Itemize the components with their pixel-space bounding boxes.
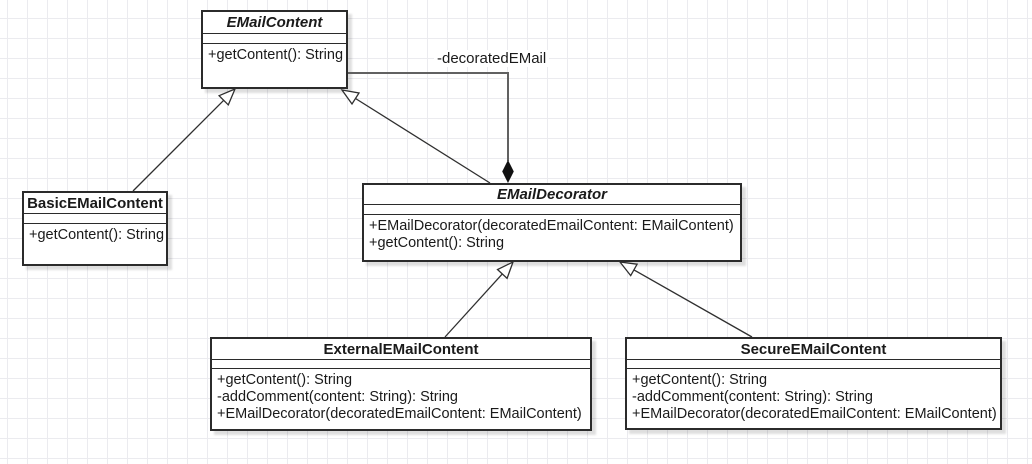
attributes-compartment: [212, 359, 590, 368]
method-line: +EMailDecorator(decoratedEmailContent: E…: [217, 406, 582, 422]
class-title: EMailDecorator: [496, 186, 608, 203]
class-box-externalemailcontent[interactable]: ExternalEMailContent +getContent(): Stri…: [210, 337, 592, 431]
generalization-edge-secure-to-decorator[interactable]: [618, 261, 753, 338]
composition-line: [348, 72, 509, 161]
composition-edge-decoratedemail[interactable]: [348, 72, 514, 183]
class-box-basicemailcontent[interactable]: BasicEMailContent +getContent(): String: [22, 191, 168, 266]
hollow-triangle-arrowhead-icon: [496, 260, 515, 280]
class-title: BasicEMailContent: [27, 194, 163, 212]
attributes-compartment: [203, 33, 346, 43]
method-line: +EMailDecorator(decoratedEmailContent: E…: [632, 406, 997, 422]
attributes-compartment: [24, 213, 166, 223]
class-box-emaildecorator[interactable]: EMailDecorator +EMailDecorator(decorated…: [362, 183, 742, 262]
generalization-line: [355, 97, 491, 184]
generalization-edge-external-to-decorator[interactable]: [444, 260, 515, 338]
generalization-line: [633, 269, 753, 338]
class-box-emailcontent[interactable]: EMailContent +getContent(): String: [201, 10, 348, 89]
generalization-edge-decorator-to-emailcontent[interactable]: [340, 89, 491, 184]
hollow-triangle-arrowhead-icon: [340, 89, 361, 106]
method-line: +getContent(): String: [217, 372, 353, 388]
method-line: +EMailDecorator(decoratedEmailContent: E…: [369, 218, 734, 234]
method-line: +getContent(): String: [369, 235, 505, 251]
method-line: -addComment(content: String): String: [217, 389, 458, 405]
class-title: ExternalEMailContent: [323, 340, 479, 358]
composition-diamond-icon: [502, 160, 514, 183]
methods-compartment: +getContent(): String: [203, 43, 346, 87]
methods-compartment: +getContent(): String -addComment(conten…: [212, 368, 590, 429]
generalization-line: [444, 273, 503, 338]
hollow-triangle-arrowhead-icon: [618, 261, 639, 277]
generalization-line: [132, 99, 225, 192]
class-title: EMailContent: [226, 14, 323, 31]
class-box-secureemailcontent[interactable]: SecureEMailContent +getContent(): String…: [625, 337, 1002, 430]
methods-compartment: +EMailDecorator(decoratedEmailContent: E…: [364, 214, 740, 260]
methods-compartment: +getContent(): String -addComment(conten…: [627, 368, 1000, 428]
method-line: -addComment(content: String): String: [632, 389, 873, 405]
methods-compartment: +getContent(): String: [24, 223, 166, 264]
method-line: +getContent(): String: [208, 47, 344, 63]
method-line: +getContent(): String: [29, 227, 165, 243]
generalization-edge-basic-to-emailcontent[interactable]: [132, 87, 237, 192]
hollow-triangle-arrowhead-icon: [217, 87, 237, 107]
class-title: SecureEMailContent: [740, 340, 887, 358]
method-line: +getContent(): String: [632, 372, 768, 388]
attributes-compartment: [364, 204, 740, 214]
association-label-decoratedemail: -decoratedEMail: [434, 50, 550, 67]
attributes-compartment: [627, 359, 1000, 368]
